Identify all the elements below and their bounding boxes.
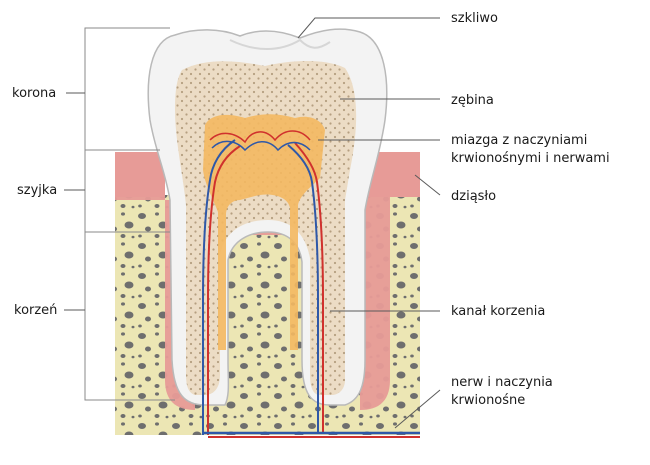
gum-upper-band — [115, 152, 165, 197]
label-nerve-line1: nerw i naczynia — [451, 375, 553, 390]
label-root-canal: kanał korzenia — [451, 304, 545, 319]
label-root: korzeń — [14, 303, 57, 318]
label-neck: szyjka — [17, 183, 57, 198]
label-pulp-line1: miazga z naczyniami — [451, 133, 587, 148]
label-gum: dziąsło — [451, 189, 496, 204]
label-dentin: zębina — [451, 93, 494, 108]
label-crown: korona — [12, 86, 56, 101]
label-nerve-line2: krwionośne — [451, 393, 525, 408]
label-enamel: szkliwo — [451, 11, 498, 26]
label-pulp-line2: krwionośnymi i nerwami — [451, 151, 610, 166]
